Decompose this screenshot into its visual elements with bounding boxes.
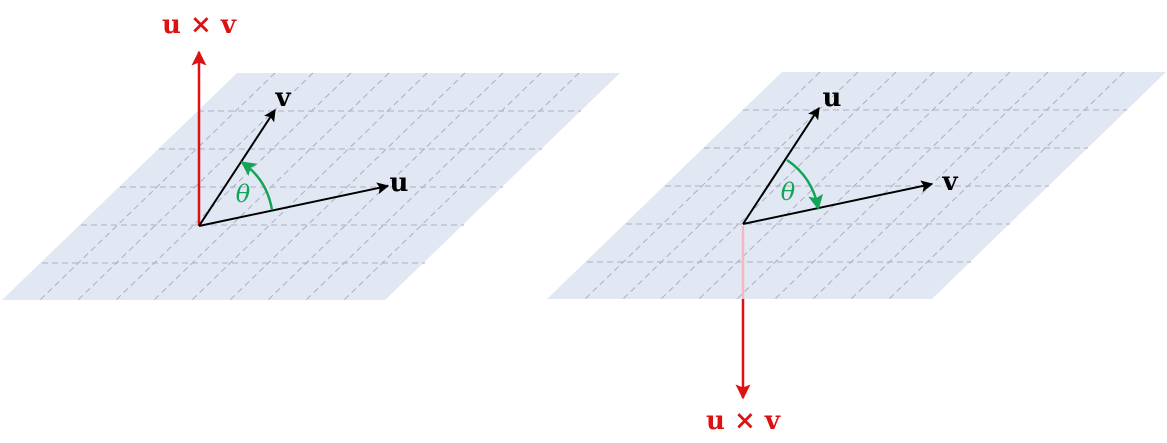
left-vector-u: [198, 182, 390, 227]
right-panel: u × v u v θ: [547, 71, 1166, 436]
right-vector-u: [742, 106, 820, 225]
left-panel: u × v v u θ: [2, 10, 620, 301]
right-u-label: u: [823, 83, 842, 113]
left-v-label: v: [274, 83, 291, 113]
left-cross-label: u × v: [162, 10, 237, 40]
right-vector-v: [742, 180, 934, 225]
left-u-label: u: [390, 168, 409, 198]
right-cross-label: u × v: [706, 406, 781, 436]
right-v-label: v: [941, 167, 958, 197]
left-vector-v: [198, 108, 276, 227]
left-theta-label: θ: [236, 180, 251, 208]
right-angle-arc: [786, 158, 823, 210]
right-theta-label: θ: [781, 178, 796, 206]
left-angle-arc: [240, 161, 274, 211]
